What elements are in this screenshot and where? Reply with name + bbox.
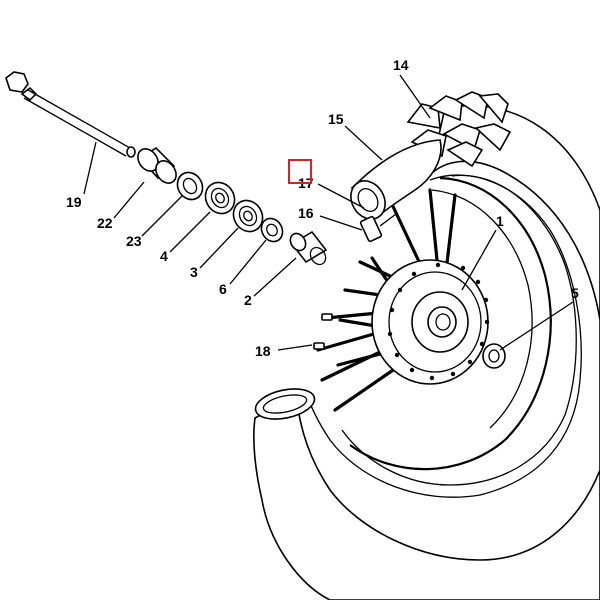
callout-4: 4 bbox=[160, 248, 168, 264]
collar bbox=[137, 146, 177, 184]
callout-3: 3 bbox=[190, 264, 198, 280]
seal bbox=[260, 217, 284, 243]
hub bbox=[371, 259, 490, 385]
bearing-a bbox=[204, 181, 236, 215]
axle bbox=[5, 71, 136, 158]
leader-lines bbox=[83, 74, 574, 351]
valve-stem bbox=[359, 213, 397, 243]
valve-nut bbox=[482, 343, 506, 369]
callout-19: 19 bbox=[66, 194, 82, 210]
callout-1: 1 bbox=[496, 213, 504, 229]
spoke-nipple bbox=[313, 313, 333, 350]
spacer bbox=[289, 230, 328, 266]
oil-seal bbox=[176, 171, 204, 201]
hub-spoke-holes bbox=[387, 262, 490, 381]
bearing-b bbox=[232, 199, 264, 233]
callout-22: 22 bbox=[97, 215, 113, 231]
callout-23: 23 bbox=[126, 233, 142, 249]
callout-15: 15 bbox=[328, 111, 344, 127]
callout-6: 6 bbox=[219, 281, 227, 297]
callout-5: 5 bbox=[571, 285, 579, 301]
tube bbox=[350, 139, 442, 220]
callout-2: 2 bbox=[244, 292, 252, 308]
callout-14: 14 bbox=[393, 57, 409, 73]
callout-18: 18 bbox=[255, 343, 271, 359]
rim bbox=[349, 176, 552, 471]
callout-16: 16 bbox=[298, 205, 314, 221]
callout-labels: 14 15 17 16 1 5 18 19 22 23 4 3 6 2 bbox=[66, 57, 579, 359]
selection-highlight[interactable] bbox=[288, 159, 312, 184]
tire bbox=[253, 91, 600, 600]
